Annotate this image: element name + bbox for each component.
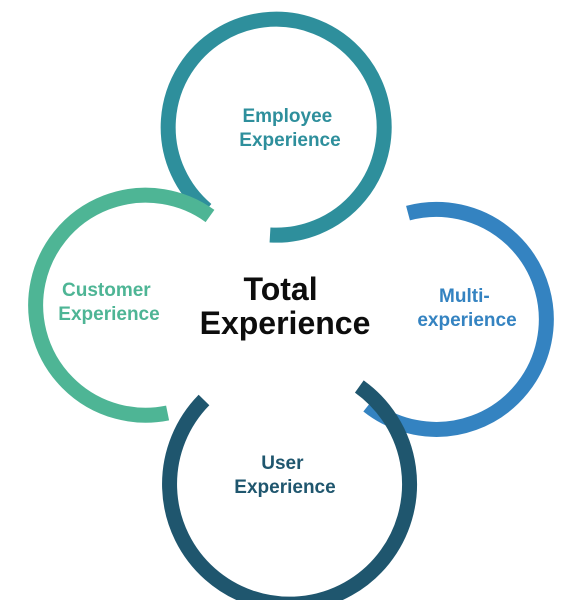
employee-experience-ring bbox=[160, 11, 392, 243]
customer-experience-label: Customer Experience bbox=[58, 280, 159, 325]
customer-experience-ring bbox=[28, 187, 215, 423]
user-experience-ring bbox=[162, 380, 418, 600]
user-experience-label: User Experience bbox=[234, 453, 335, 498]
multi-experience-ring bbox=[363, 201, 554, 437]
total-experience-title: Total Experience bbox=[200, 271, 371, 341]
employee-experience-label: Employee Experience bbox=[239, 106, 340, 151]
multi-experience-label: Multi- experience bbox=[417, 286, 516, 331]
